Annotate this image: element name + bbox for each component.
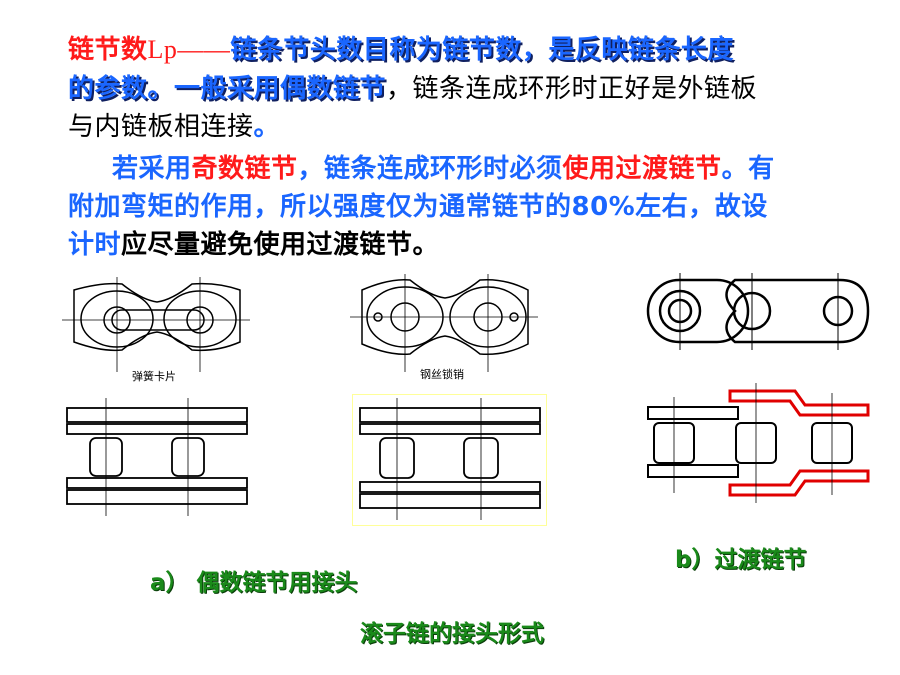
even-links-text: 一般采用偶数链节: [174, 74, 387, 104]
text-line-3: 与内链板相连接。: [68, 110, 280, 144]
text: ，链条连成环形时正好是外链板: [386, 74, 758, 104]
transition-plate-top: [728, 389, 870, 417]
caption-a: a） 偶数链节用接头: [150, 570, 358, 596]
text-line-6: 计时应尽量避免使用过渡链节。: [68, 228, 439, 262]
text-line-1: 链节数Lp——链条节头数目称为链节数，是反映链条长度: [68, 33, 734, 67]
text: 若采用: [112, 154, 192, 184]
spring-clip-label: 弹簧卡片: [132, 369, 176, 383]
definition: 链条节头数目称为链节数，是反映链条长度: [230, 35, 734, 65]
text: ，链条连成环形时必须: [297, 154, 563, 184]
spring-clip-side-diagram: [66, 398, 248, 516]
text: 与内链板相连接: [68, 112, 254, 142]
text: 。有: [721, 154, 775, 184]
definition-end: 的参数。: [68, 74, 175, 104]
text-line-5: 附加弯矩的作用，所以强度仅为通常链节的80%左右，故设: [68, 190, 768, 224]
transition-link-side-diagram: [647, 383, 870, 503]
odd-links-text: 奇数链节: [191, 154, 298, 184]
wire-pin-side-diagram: [352, 394, 547, 526]
transition-link-text: 使用过渡链节: [562, 154, 722, 184]
wire-pin-diagram: 钢丝锁销: [350, 274, 538, 381]
spring-clip-diagram: 弹簧卡片: [62, 277, 250, 383]
text-line-2: 的参数。一般采用偶数链节，链条连成环形时正好是外链板: [68, 72, 757, 106]
dash: ——: [177, 35, 231, 64]
period: 。: [253, 112, 281, 142]
text: 计时: [68, 230, 122, 260]
text: 附加弯矩的作用，所以强度仅为通常链节的80%左右，故设: [68, 192, 768, 222]
term-symbol: Lp: [147, 35, 178, 64]
figure-title: 滚子链的接头形式: [360, 621, 544, 647]
wire-pin-label: 钢丝锁销: [420, 367, 464, 381]
text: 应尽量避免使用过渡链节。: [121, 230, 440, 260]
term-label: 链节数: [68, 35, 148, 65]
caption-b: b）过渡链节: [675, 547, 807, 573]
text-line-4: 若采用奇数链节，链条连成环形时必须使用过渡链节。有: [112, 152, 775, 186]
transition-plate-bottom: [728, 469, 870, 497]
transition-link-top-diagram: [646, 273, 870, 350]
